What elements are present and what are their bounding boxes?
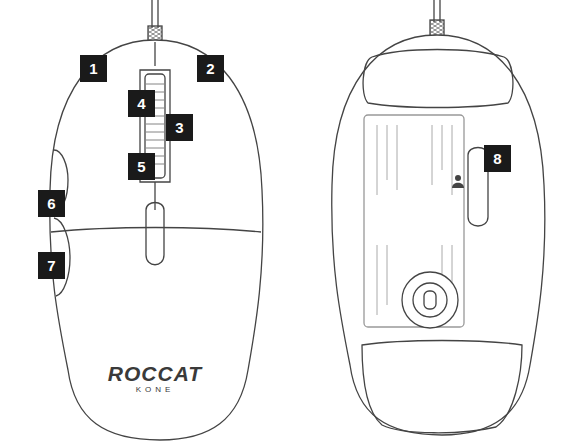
callout-number-text: 1: [89, 61, 97, 76]
callout-number-text: 5: [137, 159, 145, 174]
cable: [439, 0, 440, 22]
brand-logo: ROCCAT: [108, 363, 202, 384]
callout-number-text: 3: [175, 120, 183, 135]
callout-number-text: 8: [493, 151, 501, 166]
callout-number: 4: [128, 90, 155, 117]
callout-number-text: 7: [47, 258, 55, 273]
callout-number: 1: [80, 55, 107, 82]
cable: [151, 0, 152, 28]
button-seam: [51, 228, 261, 233]
mouse-bottom-view: [332, 0, 545, 435]
glide-pad: [363, 50, 513, 108]
callout-number: 6: [38, 190, 65, 217]
cable-strain-relief: [430, 20, 444, 36]
profile-icon: [455, 175, 461, 181]
mouse-body: [332, 35, 545, 435]
brand-logo: KONE: [136, 386, 175, 394]
callout-number-text: 4: [137, 96, 145, 111]
profile-icon: [452, 183, 464, 188]
callout-number: 7: [38, 252, 65, 279]
callout-number: 3: [166, 114, 193, 141]
dpi-slot: [146, 203, 164, 265]
callout-number: 8: [484, 145, 511, 172]
cable: [157, 0, 158, 28]
mouse-top-view: [50, 0, 263, 440]
callout-number: 2: [197, 55, 224, 82]
callout-number-text: 6: [47, 196, 55, 211]
mouse-body: [50, 40, 263, 440]
button-split: [154, 182, 155, 210]
sensor-lens: [424, 291, 436, 309]
product-label: [364, 115, 464, 327]
callout-number-text: 2: [206, 61, 214, 76]
sensor-ring: [402, 272, 458, 328]
button-split: [154, 42, 155, 66]
cable: [433, 0, 434, 22]
sensor-window: [413, 283, 447, 317]
callout-number: 5: [128, 153, 155, 180]
glide-pad: [362, 341, 522, 433]
